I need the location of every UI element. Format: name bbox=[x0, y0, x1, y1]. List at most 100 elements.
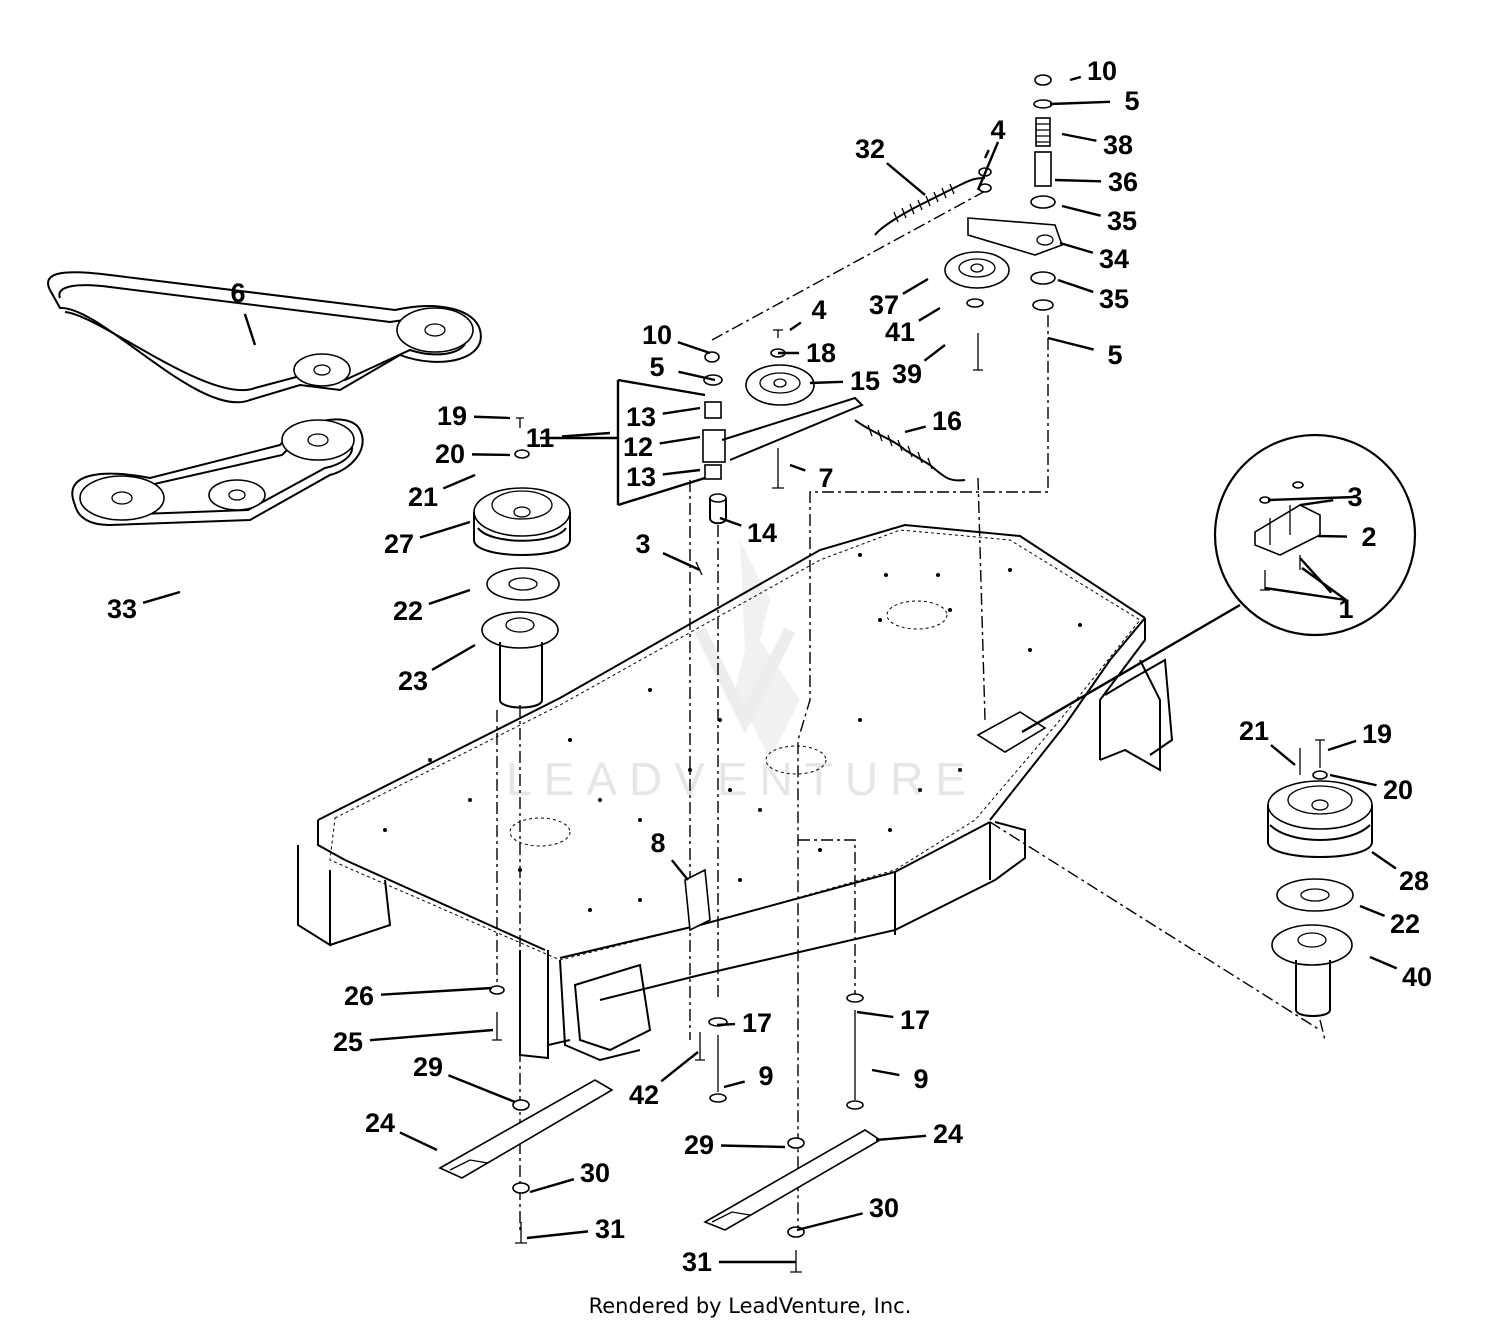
callout-number: 29 bbox=[684, 1130, 714, 1160]
callout-36: 36 bbox=[1054, 167, 1138, 197]
callout-number: 24 bbox=[365, 1108, 395, 1138]
leader-line bbox=[1299, 498, 1334, 507]
callout-number: 5 bbox=[649, 352, 664, 382]
leader-line bbox=[662, 468, 701, 476]
leader-line bbox=[369, 1028, 494, 1042]
callout-9-center: 9 bbox=[723, 1061, 774, 1091]
callout-31-left: 31 bbox=[526, 1214, 625, 1244]
callout-29-left: 29 bbox=[413, 1052, 516, 1104]
callout-number: 17 bbox=[900, 1005, 930, 1035]
leader-line bbox=[886, 162, 926, 196]
callout-number: 24 bbox=[933, 1119, 963, 1149]
callout-number: 4 bbox=[990, 115, 1005, 145]
callout-20-left: 20 bbox=[435, 439, 511, 469]
callout-number: 30 bbox=[580, 1158, 610, 1188]
callout-number: 32 bbox=[855, 134, 885, 164]
leader-line bbox=[719, 516, 742, 527]
leader-line bbox=[1327, 739, 1357, 752]
leader-line bbox=[442, 473, 476, 490]
callout-22-right: 22 bbox=[1359, 904, 1420, 939]
mount-bracket-part bbox=[976, 711, 1047, 753]
callout-15: 15 bbox=[809, 366, 880, 396]
callout-23: 23 bbox=[398, 643, 476, 696]
callout-number: 23 bbox=[398, 666, 428, 696]
callout-number: 37 bbox=[869, 290, 899, 320]
callout-number: 2 bbox=[1361, 522, 1376, 552]
leader-line bbox=[678, 370, 716, 382]
callout-number: 42 bbox=[629, 1080, 659, 1110]
callout-number: 13 bbox=[626, 402, 656, 432]
callout-number: 8 bbox=[650, 828, 665, 858]
callout-number: 21 bbox=[1239, 716, 1269, 746]
callout-7: 7 bbox=[789, 463, 834, 493]
leader-line bbox=[243, 313, 257, 346]
callout-number: 22 bbox=[393, 596, 423, 626]
callout-16: 16 bbox=[904, 406, 962, 436]
callout-number: 20 bbox=[435, 439, 465, 469]
callout-number: 40 bbox=[1402, 962, 1432, 992]
leader-line bbox=[431, 643, 476, 671]
leader-line-branch bbox=[1267, 495, 1356, 502]
callout-number: 33 bbox=[107, 594, 137, 624]
leader-line bbox=[428, 588, 471, 606]
leader-line bbox=[662, 406, 701, 415]
callout-26: 26 bbox=[344, 981, 493, 1011]
callout-38: 38 bbox=[1061, 130, 1133, 160]
drive-belt-6 bbox=[47, 271, 482, 404]
leader-line bbox=[526, 1230, 589, 1240]
callout-8: 8 bbox=[650, 828, 689, 881]
leader-line bbox=[1299, 557, 1333, 594]
callout-number: 5 bbox=[1107, 340, 1122, 370]
leader-line bbox=[142, 590, 181, 604]
callout-number: 10 bbox=[1087, 56, 1117, 86]
callout-number: 28 bbox=[1399, 866, 1429, 896]
callout-18: 18 bbox=[778, 338, 836, 368]
leader-line bbox=[1359, 904, 1386, 917]
callout-35-upper: 35 bbox=[1061, 204, 1137, 236]
leader-line bbox=[1371, 851, 1397, 870]
leader-line bbox=[716, 1022, 736, 1027]
callout-number: 22 bbox=[1390, 909, 1420, 939]
callout-5-top: 5 bbox=[1049, 86, 1140, 116]
callout-number: 35 bbox=[1099, 284, 1129, 314]
leader-line bbox=[1059, 241, 1094, 254]
leader-line bbox=[875, 1134, 927, 1142]
leader-line-branch bbox=[617, 378, 706, 397]
leader-line bbox=[1329, 773, 1377, 787]
leader-line-branch bbox=[1264, 586, 1347, 602]
callout-27: 27 bbox=[384, 520, 471, 559]
callout-number: 19 bbox=[1362, 719, 1392, 749]
left-blade-24 bbox=[438, 1079, 614, 1244]
callout-number: 19 bbox=[437, 401, 467, 431]
leader-line bbox=[871, 1068, 900, 1077]
callout-number: 36 bbox=[1108, 167, 1138, 197]
callout-number: 14 bbox=[747, 518, 777, 548]
leader-line bbox=[1049, 100, 1111, 106]
leader-line bbox=[529, 1178, 575, 1194]
deck-belt-33 bbox=[71, 418, 364, 527]
callout-9-right: 9 bbox=[871, 1064, 929, 1094]
left-spindle-assembly bbox=[473, 417, 571, 1230]
leader-line bbox=[660, 1051, 699, 1083]
callout-number: 27 bbox=[384, 529, 414, 559]
leader-line-branch bbox=[1301, 567, 1347, 601]
leader-line bbox=[902, 277, 929, 295]
callout-4-mid: 4 bbox=[789, 295, 827, 331]
center-idler-assembly bbox=[684, 189, 988, 1103]
callout-number: 35 bbox=[1107, 206, 1137, 236]
callout-number: 39 bbox=[892, 359, 922, 389]
callout-37: 37 bbox=[869, 277, 929, 320]
callout-17-center: 17 bbox=[716, 1008, 772, 1038]
callout-12: 12 bbox=[623, 432, 701, 462]
callout-number: 3 bbox=[635, 529, 650, 559]
callout-34: 34 bbox=[1059, 241, 1129, 274]
leader-line bbox=[923, 344, 946, 362]
callout-40: 40 bbox=[1369, 955, 1432, 992]
callout-3-left: 3 bbox=[635, 529, 701, 572]
leader-line bbox=[561, 431, 611, 438]
callout-10-left: 10 bbox=[642, 320, 711, 355]
callout-13-lower: 13 bbox=[626, 462, 701, 492]
callout-30-left: 30 bbox=[529, 1158, 610, 1194]
callout-42: 42 bbox=[629, 1051, 699, 1110]
